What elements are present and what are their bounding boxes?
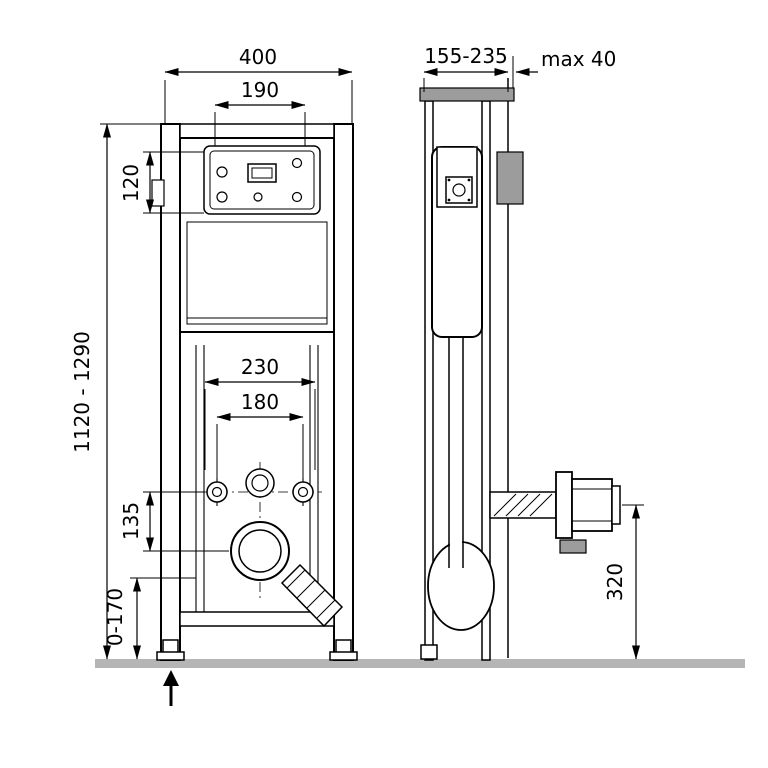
dim-fixing-inner: 180 — [216, 390, 304, 478]
flush-pipe-fill — [450, 500, 462, 570]
dim-bolt-to-outlet: 135 — [119, 491, 229, 552]
flush-plate-inner — [209, 150, 315, 210]
plate-screw-2 — [216, 191, 228, 203]
water-supply-bracket — [151, 179, 165, 207]
front-channel-struts — [195, 345, 319, 612]
dim-foot-adjust: 0-170 — [103, 577, 196, 660]
dim-wall-max-label: max 40 — [541, 47, 616, 71]
front-dimensions: 400 190 120 1120 - 1290 230 — [70, 45, 353, 706]
side-piping — [427, 337, 621, 631]
side-structure — [419, 56, 524, 661]
dim-fixing-outer: 230 — [204, 355, 316, 470]
front-left-foot-plate — [156, 651, 185, 661]
dim-plate-height: 120 — [119, 151, 204, 214]
dim-plate-width-label: 190 — [241, 78, 279, 102]
dim-fixing-inner-ext — [216, 424, 304, 478]
side-view: 155-235 max 40 320 — [419, 44, 644, 661]
dim-depth-ext — [423, 78, 509, 92]
waste-outlet-elbow — [280, 563, 344, 628]
dim-foot-adjust-label: 0-170 — [103, 588, 127, 646]
waste-outlet-ring-inner — [238, 529, 282, 573]
plate-screw-1 — [216, 166, 228, 178]
connector-end — [611, 485, 621, 525]
fixing-bolt-left-inner — [211, 486, 223, 498]
inspection-screw-2 — [467, 178, 471, 182]
dim-outlet-height-label: 320 — [603, 563, 627, 601]
waste-pipe-hatch — [493, 493, 553, 517]
flush-plate — [203, 145, 321, 215]
front-right-foot — [335, 639, 352, 654]
flush-valve-button-inner — [251, 167, 273, 179]
plate-screw-4 — [291, 191, 303, 203]
dim-depth: 155-235 — [423, 44, 509, 92]
dim-total-width-ext — [164, 80, 353, 124]
mounting-points — [198, 462, 322, 600]
front-left-foot — [162, 639, 179, 654]
side-top-bar — [419, 87, 515, 102]
front-view: 400 190 120 1120 - 1290 230 — [70, 45, 358, 706]
front-frame — [156, 123, 358, 661]
connector-body — [571, 478, 613, 532]
dim-total-width: 400 — [164, 45, 353, 124]
foot-adjust-arrowhead — [163, 670, 179, 686]
flush-pipe — [448, 337, 464, 568]
dim-plate-height-label: 120 — [119, 164, 143, 202]
cistern-inner-tank — [186, 221, 328, 325]
cistern-side — [431, 146, 483, 338]
dim-depth-label: 155-235 — [424, 44, 508, 68]
front-bottom-crossbar — [179, 611, 335, 627]
dim-fixing-outer-ext — [204, 389, 316, 470]
dim-bolt-to-outlet-label: 135 — [119, 502, 143, 540]
dim-fixing-inner-label: 180 — [241, 390, 279, 414]
inspection-screw-1 — [447, 178, 451, 182]
front-top-crossbar — [179, 123, 335, 139]
dim-outlet-height: 320 — [603, 504, 644, 660]
inspection-screw-3 — [447, 198, 451, 202]
dim-wall-max: max 40 — [515, 47, 616, 76]
fixing-bolt-right-inner — [297, 486, 309, 498]
plate-screw-5 — [253, 192, 263, 202]
waste-outlet-elbow-hatch — [286, 569, 336, 619]
connector-flange — [555, 471, 573, 539]
front-right-rail — [333, 123, 354, 661]
foot-adjust-arrow — [163, 670, 179, 706]
side-dimensions: 155-235 max 40 320 — [423, 44, 644, 660]
side-foot — [420, 644, 438, 660]
waste-horizontal-pipe — [489, 491, 557, 519]
floor-line — [95, 659, 745, 668]
waste-outlet-front — [230, 521, 344, 628]
dim-plate-width: 190 — [214, 78, 306, 146]
connector-body-steps — [572, 488, 612, 522]
inspection-screw-4 — [467, 198, 471, 202]
water-inlet-port-inner — [251, 474, 269, 492]
dim-fixing-outer-label: 230 — [241, 355, 279, 379]
front-right-foot-plate — [329, 651, 358, 661]
plate-screw-3 — [291, 157, 303, 169]
dim-total-width-label: 400 — [239, 45, 277, 69]
dim-frame-height: 1120 - 1290 — [70, 123, 161, 660]
connector-support-block — [559, 539, 587, 554]
dim-plate-width-ext — [214, 112, 306, 146]
dim-frame-height-label: 1120 - 1290 — [70, 331, 94, 453]
wall-bracket — [496, 151, 524, 205]
inspection-port — [452, 183, 466, 197]
